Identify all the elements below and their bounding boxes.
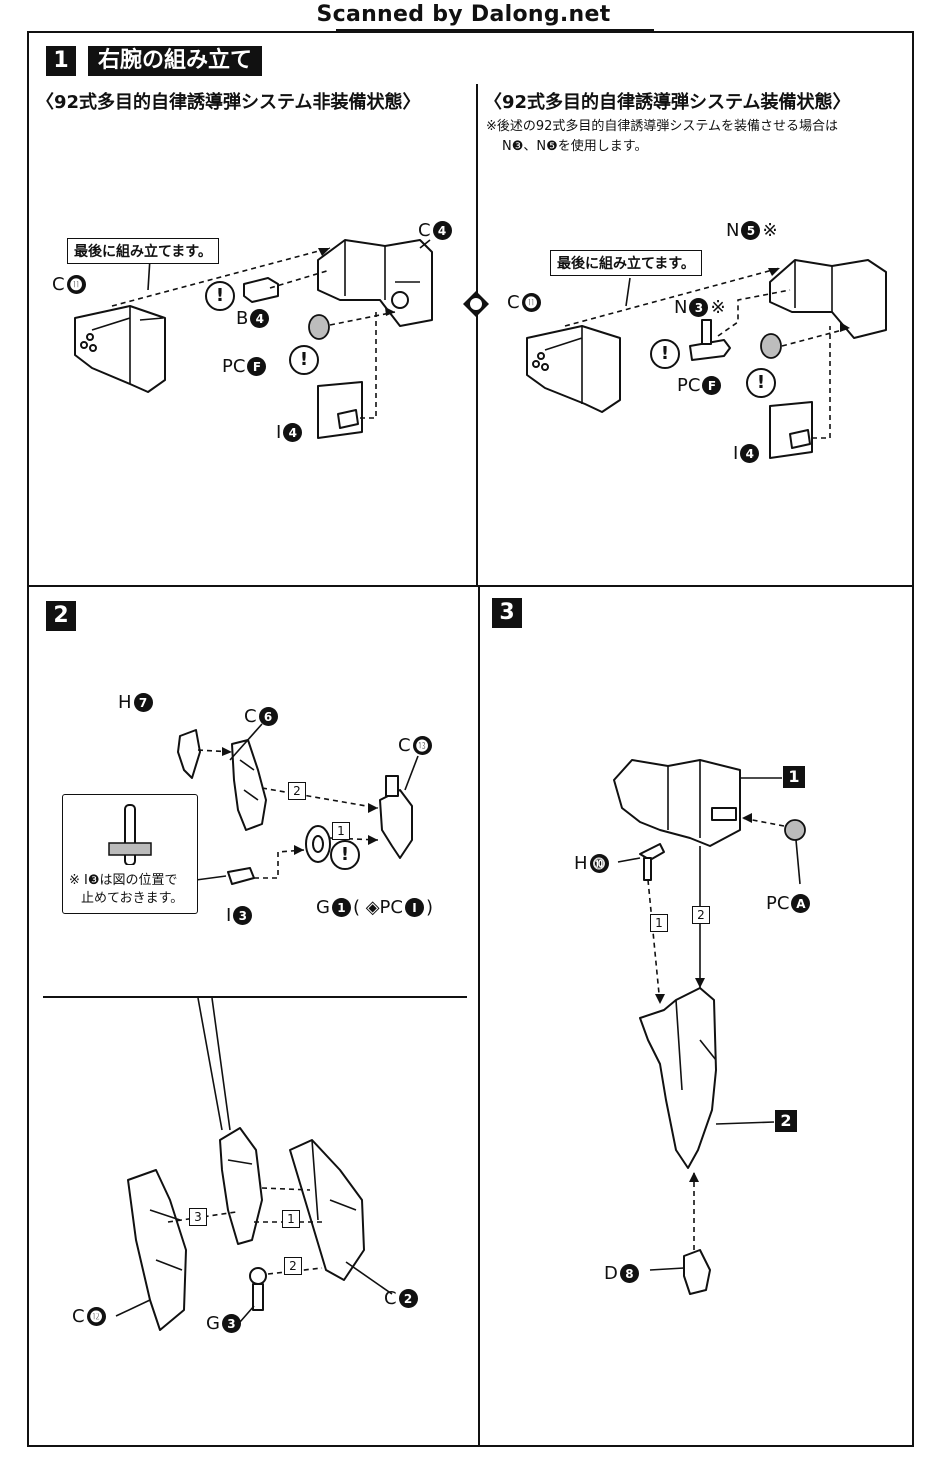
step1-left-callout: 最後に組み立てます。 [67,238,219,264]
warning-icon: ! [289,345,319,375]
order-2: 2 [284,1257,302,1275]
step1-right-note-1: ※後述の92式多目的自律誘導弾システムを装備させる場合は [486,119,839,134]
inset-note-1: ※ I❸は図の位置で [69,873,178,888]
warning-icon: ! [330,840,360,870]
ref-assembly-2: 2 [775,1110,797,1132]
warning-icon: ! [205,281,235,311]
order-1: 1 [650,914,668,932]
order-1: 1 [282,1210,300,1228]
page-frame [27,31,914,1447]
order-2: 2 [288,782,306,800]
order-1: 1 [332,822,350,840]
divider-horizontal [27,585,914,587]
step1-right-callout: 最後に組み立てます。 [550,250,702,276]
warning-icon: ! [746,368,776,398]
inset-note-2: 止めておきます。 [81,891,184,906]
scan-credit: Scanned by Dalong.net [316,2,611,27]
step2-number: 2 [46,601,76,631]
ref-assembly-1: 1 [783,766,805,788]
scan-credit-underline [336,29,654,31]
step2-inset: ※ I❸は図の位置で 止めておきます。 [62,794,198,914]
divider-step2-inner [43,996,467,998]
divider-step2-3 [478,585,480,1447]
divider-step1 [476,84,478,586]
step1-right-note-2: N❸、N❺を使用します。 [502,139,648,154]
order-3: 3 [189,1208,207,1226]
step3-number: 3 [492,598,522,628]
step1-number: 1 [46,46,76,76]
step1-left-heading: 〈92式多目的自律誘導弾システム非装備状態〉 [36,92,421,113]
warning-icon: ! [650,339,680,369]
order-2: 2 [692,906,710,924]
inset-part-illustration [108,804,152,865]
step1-right-heading: 〈92式多目的自律誘導弾システム装備状態〉 [484,92,851,113]
step1-title: 右腕の組み立て [88,46,263,76]
